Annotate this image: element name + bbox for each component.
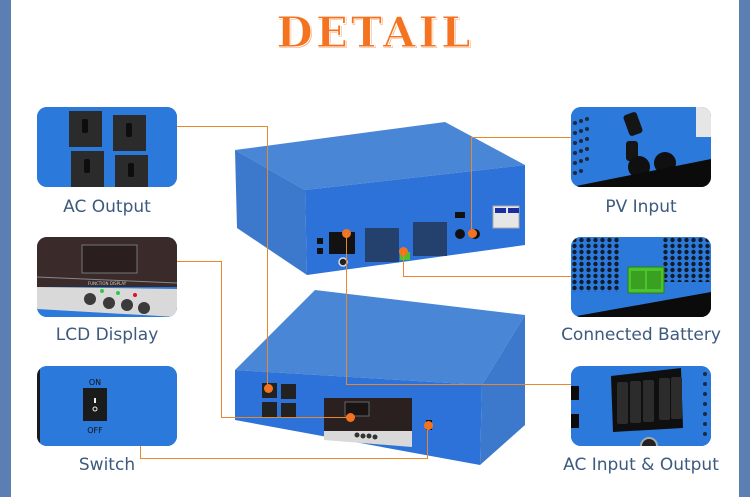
inverter-rear-view bbox=[225, 110, 535, 280]
marker-lcd bbox=[346, 413, 355, 422]
marker-switch bbox=[424, 421, 433, 430]
leader-switch-v1 bbox=[140, 446, 141, 459]
leader-lcd-v bbox=[221, 261, 222, 418]
ac-socket-icon bbox=[37, 107, 177, 187]
lcd-display-label: LCD Display bbox=[55, 325, 159, 345]
leader-pv-v bbox=[471, 137, 472, 233]
inverter-front-image bbox=[235, 290, 525, 465]
ac-input-output-card bbox=[571, 366, 711, 446]
page-title: DETAIL bbox=[276, 8, 474, 58]
connected-battery-card bbox=[571, 237, 711, 317]
power-switch-icon: ON OFF bbox=[37, 366, 177, 446]
leader-pv-h bbox=[471, 137, 571, 138]
pv-input-label: PV Input bbox=[605, 197, 677, 217]
inverter-front-view bbox=[220, 285, 530, 465]
ac-output-card bbox=[37, 107, 177, 187]
pv-input-card bbox=[571, 107, 711, 187]
connected-battery-label: Connected Battery bbox=[561, 325, 721, 345]
leader-switch-v2 bbox=[427, 425, 428, 459]
terminal-block-icon bbox=[571, 366, 711, 446]
lcd-screen-icon: FUNCTION DISPLAY bbox=[37, 237, 177, 317]
leader-battery-h bbox=[403, 276, 571, 277]
battery-terminal-icon bbox=[571, 237, 711, 317]
leader-ac-io-h bbox=[346, 384, 571, 385]
ac-input-output-label: AC Input & Output bbox=[563, 455, 719, 475]
left-edge-bar bbox=[0, 0, 11, 497]
leader-lcd-h1 bbox=[177, 261, 222, 262]
switch-on-text: ON bbox=[89, 378, 101, 387]
switch-card: ON OFF bbox=[37, 366, 177, 446]
leader-ac-output-v bbox=[267, 126, 268, 388]
ac-output-label: AC Output bbox=[63, 197, 151, 217]
leader-ac-io-v bbox=[346, 233, 347, 385]
marker-ac-output bbox=[264, 384, 273, 393]
right-edge-bar bbox=[739, 0, 750, 497]
leader-switch-h bbox=[140, 458, 428, 459]
switch-off-text: OFF bbox=[87, 426, 103, 435]
lcd-display-card: FUNCTION DISPLAY bbox=[37, 237, 177, 317]
leader-ac-output-h bbox=[177, 126, 267, 127]
lcd-caption: FUNCTION DISPLAY bbox=[88, 281, 127, 286]
pv-connector-icon bbox=[571, 107, 711, 187]
leader-battery-v bbox=[403, 251, 404, 277]
inverter-rear-image bbox=[235, 122, 525, 275]
leader-lcd-h2 bbox=[221, 417, 351, 418]
switch-label: Switch bbox=[78, 455, 136, 475]
marker-pv bbox=[468, 229, 477, 238]
